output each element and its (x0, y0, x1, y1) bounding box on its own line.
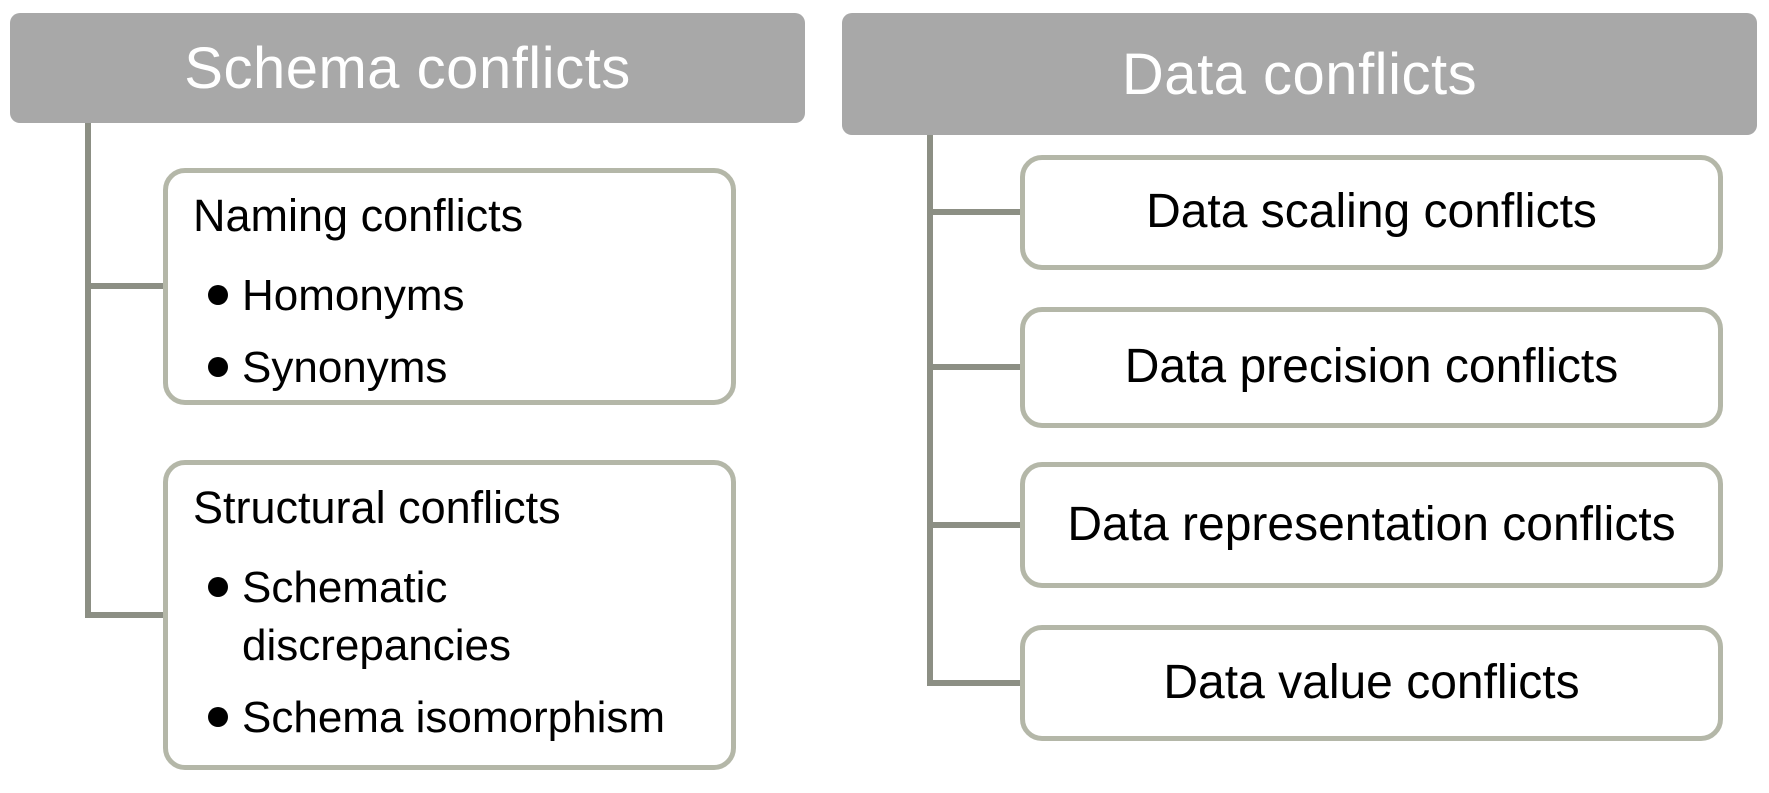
list-item: Homonyms (208, 267, 713, 325)
structural-conflicts-box: Structural conflicts Schematic discrepan… (163, 460, 736, 770)
data-representation-conflicts-label: Data representation conflicts (1067, 497, 1676, 551)
bullet-label: Schema isomorphism (242, 692, 666, 742)
list-item: Schematic discrepancies (208, 559, 713, 675)
bullet-label: Homonyms (242, 270, 465, 320)
data-precision-conflicts-label: Data precision conflicts (1124, 340, 1619, 394)
bullet-icon (208, 706, 228, 727)
left-trunk-line (85, 123, 91, 618)
data-representation-conflicts-box: Data representation conflicts (1020, 462, 1723, 588)
schema-conflicts-header: Schema conflicts (10, 13, 805, 123)
connector-structural (85, 612, 168, 618)
connector-precision (927, 364, 1025, 370)
connector-scaling (927, 209, 1025, 215)
structural-conflicts-bullets: Schematic discrepancies Schema isomorphi… (193, 559, 713, 747)
data-conflicts-header: Data conflicts (842, 13, 1757, 135)
naming-conflicts-title: Naming conflicts (193, 190, 524, 241)
bullet-icon (208, 284, 228, 305)
naming-conflicts-box: Naming conflicts Homonyms Synonyms (163, 168, 736, 405)
list-item: Synonyms (208, 339, 713, 397)
data-value-conflicts-label: Data value conflicts (1163, 655, 1580, 709)
list-item: Schema isomorphism (208, 689, 713, 747)
data-value-conflicts-box: Data value conflicts (1020, 625, 1723, 741)
bullet-label: Schematic discrepancies (242, 562, 512, 670)
data-precision-conflicts-box: Data precision conflicts (1020, 307, 1723, 428)
connector-naming (85, 283, 168, 289)
connector-representation (927, 522, 1025, 528)
bullet-label: Synonyms (242, 342, 448, 392)
right-trunk-line (927, 135, 933, 686)
data-scaling-conflicts-label: Data scaling conflicts (1146, 185, 1597, 239)
data-scaling-conflicts-box: Data scaling conflicts (1020, 155, 1723, 270)
naming-conflicts-bullets: Homonyms Synonyms (193, 267, 713, 397)
bullet-icon (208, 576, 228, 597)
bullet-icon (208, 356, 228, 377)
structural-conflicts-title: Structural conflicts (193, 482, 561, 533)
connector-value (927, 680, 1025, 686)
